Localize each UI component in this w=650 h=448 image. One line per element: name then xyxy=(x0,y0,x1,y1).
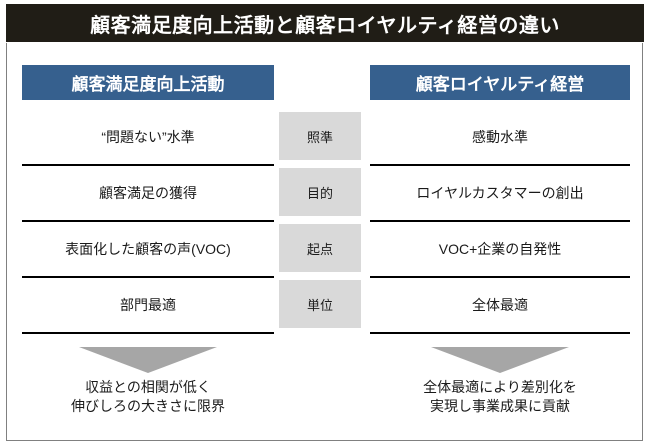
row-axis-chip: 単位 xyxy=(279,280,361,328)
column-header-left: 顧客満足度向上活動 xyxy=(22,65,274,100)
row-left-text: “問題ない”水準 xyxy=(101,129,195,145)
conclusion-right-line-1: 全体最適により差別化を xyxy=(423,379,577,395)
row-left-cell: “問題ない”水準 xyxy=(22,110,274,166)
row-right-cell: ロイヤルカスタマーの創出 xyxy=(370,166,630,222)
row-right-text: VOC+企業の自発性 xyxy=(438,241,562,257)
page-title: 顧客満足度向上活動と顧客ロイヤルティ経営の違い xyxy=(90,14,560,37)
row-axis-chip: 目的 xyxy=(279,168,361,216)
row-axis-label: 起点 xyxy=(306,241,333,257)
down-arrow-left-icon xyxy=(79,347,217,373)
row-left-text: 表面化した顧客の声(VOC) xyxy=(65,241,231,257)
row-left-cell: 顧客満足の獲得 xyxy=(22,166,274,222)
row-left-text: 部門最適 xyxy=(120,297,176,313)
row-right-text: ロイヤルカスタマーの創出 xyxy=(416,185,584,201)
conclusion-right-line-2: 実現し事業成果に貢献 xyxy=(430,398,570,414)
row-axis-label: 照準 xyxy=(306,129,333,145)
row-axis-chip: 照準 xyxy=(279,112,361,160)
row-right-cell: 感動水準 xyxy=(370,110,630,166)
slide-title-bar: 顧客満足度向上活動と顧客ロイヤルティ経営の違い xyxy=(6,4,644,42)
down-arrow-right-icon xyxy=(431,347,569,373)
row-axis-label: 目的 xyxy=(306,185,333,201)
conclusion-right: 全体最適により差別化を 実現し事業成果に貢献 xyxy=(370,378,630,416)
row-left-cell: 表面化した顧客の声(VOC) xyxy=(22,222,274,278)
column-header-right-label: 顧客ロイヤルティ経営 xyxy=(415,75,585,94)
row-right-cell: 全体最適 xyxy=(370,278,630,334)
row-axis-label: 単位 xyxy=(306,297,333,313)
column-header-right: 顧客ロイヤルティ経営 xyxy=(370,65,630,100)
conclusion-left-line-1: 収益との相関が低く xyxy=(85,379,211,395)
row-left-text: 顧客満足の獲得 xyxy=(99,185,197,201)
row-left-cell: 部門最適 xyxy=(22,278,274,334)
row-right-text: 感動水準 xyxy=(472,129,528,145)
row-right-text: 全体最適 xyxy=(472,297,528,313)
row-axis-chip: 起点 xyxy=(279,224,361,272)
column-header-left-label: 顧客満足度向上活動 xyxy=(71,75,225,94)
conclusion-left-line-2: 伸びしろの大きさに限界 xyxy=(71,398,225,414)
row-right-cell: VOC+企業の自発性 xyxy=(370,222,630,278)
conclusion-left: 収益との相関が低く 伸びしろの大きさに限界 xyxy=(22,378,274,416)
